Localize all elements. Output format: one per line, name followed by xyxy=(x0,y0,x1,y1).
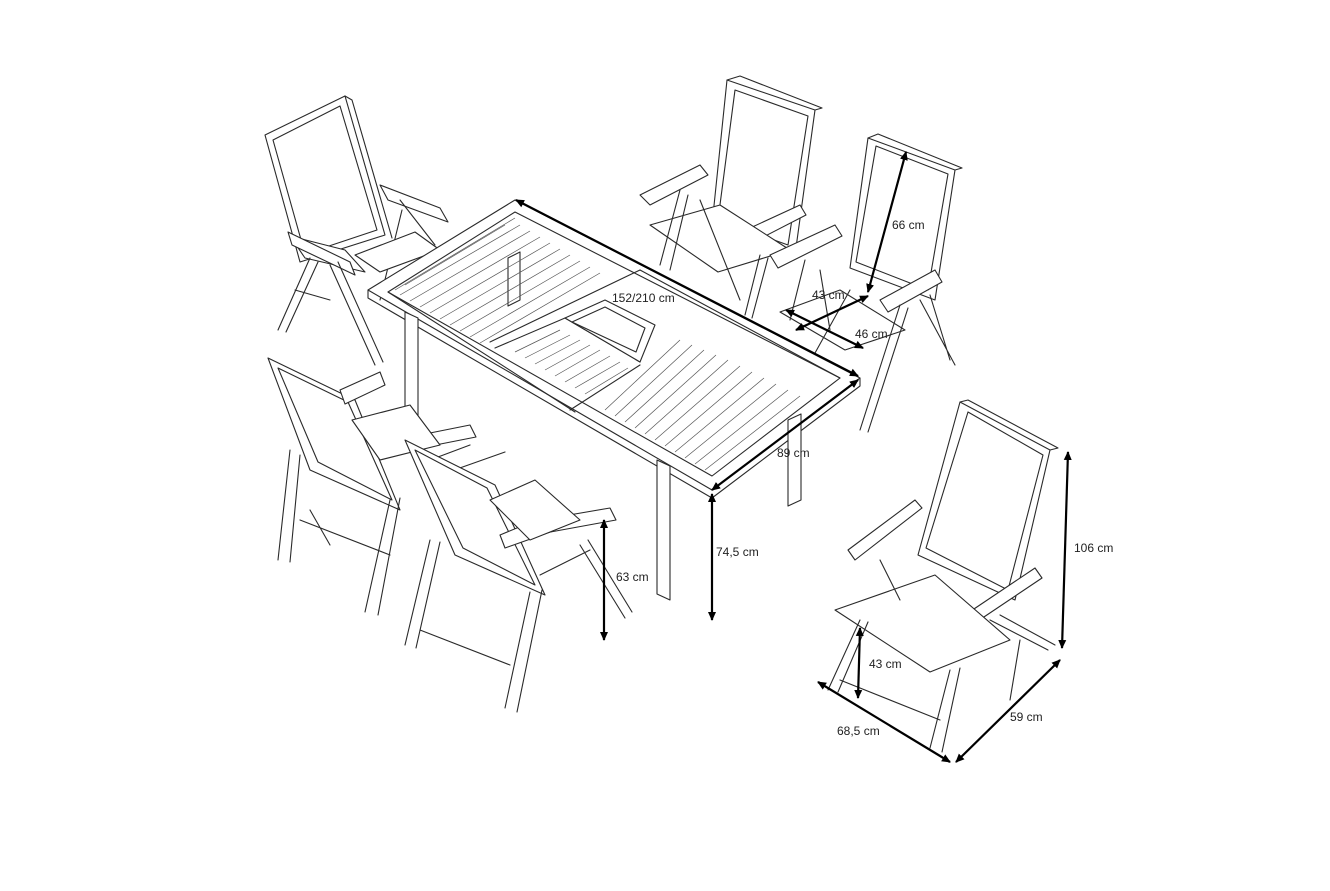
label-backrest-height: 66 cm xyxy=(892,218,925,232)
label-seat-width: 43 cm xyxy=(812,288,845,302)
chair-back-left xyxy=(264,95,449,366)
label-seat-depth: 46 cm xyxy=(855,327,888,341)
label-table-height: 74,5 cm xyxy=(716,545,759,559)
dim-line-table-width xyxy=(711,379,859,491)
chair-front-middle xyxy=(404,439,633,713)
label-seat-height: 43 cm xyxy=(869,657,902,671)
label-chair-height: 106 cm xyxy=(1074,541,1114,555)
label-table-length: 152/210 cm xyxy=(612,291,675,305)
label-armrest-height: 63 cm xyxy=(616,570,649,584)
dim-line-backrest-height xyxy=(866,151,908,293)
label-chair-width: 59 cm xyxy=(1010,710,1043,724)
dim-line-chair-height xyxy=(1058,451,1072,649)
chair-standalone xyxy=(827,399,1059,753)
dim-line-seat-depth xyxy=(785,309,864,349)
label-table-width: 89 cm xyxy=(777,446,810,460)
dim-line-chair-depth xyxy=(817,681,951,763)
dim-line-chair-width xyxy=(955,659,1061,763)
label-chair-depth: 68,5 cm xyxy=(837,724,880,738)
dimension-lines xyxy=(515,151,1072,763)
